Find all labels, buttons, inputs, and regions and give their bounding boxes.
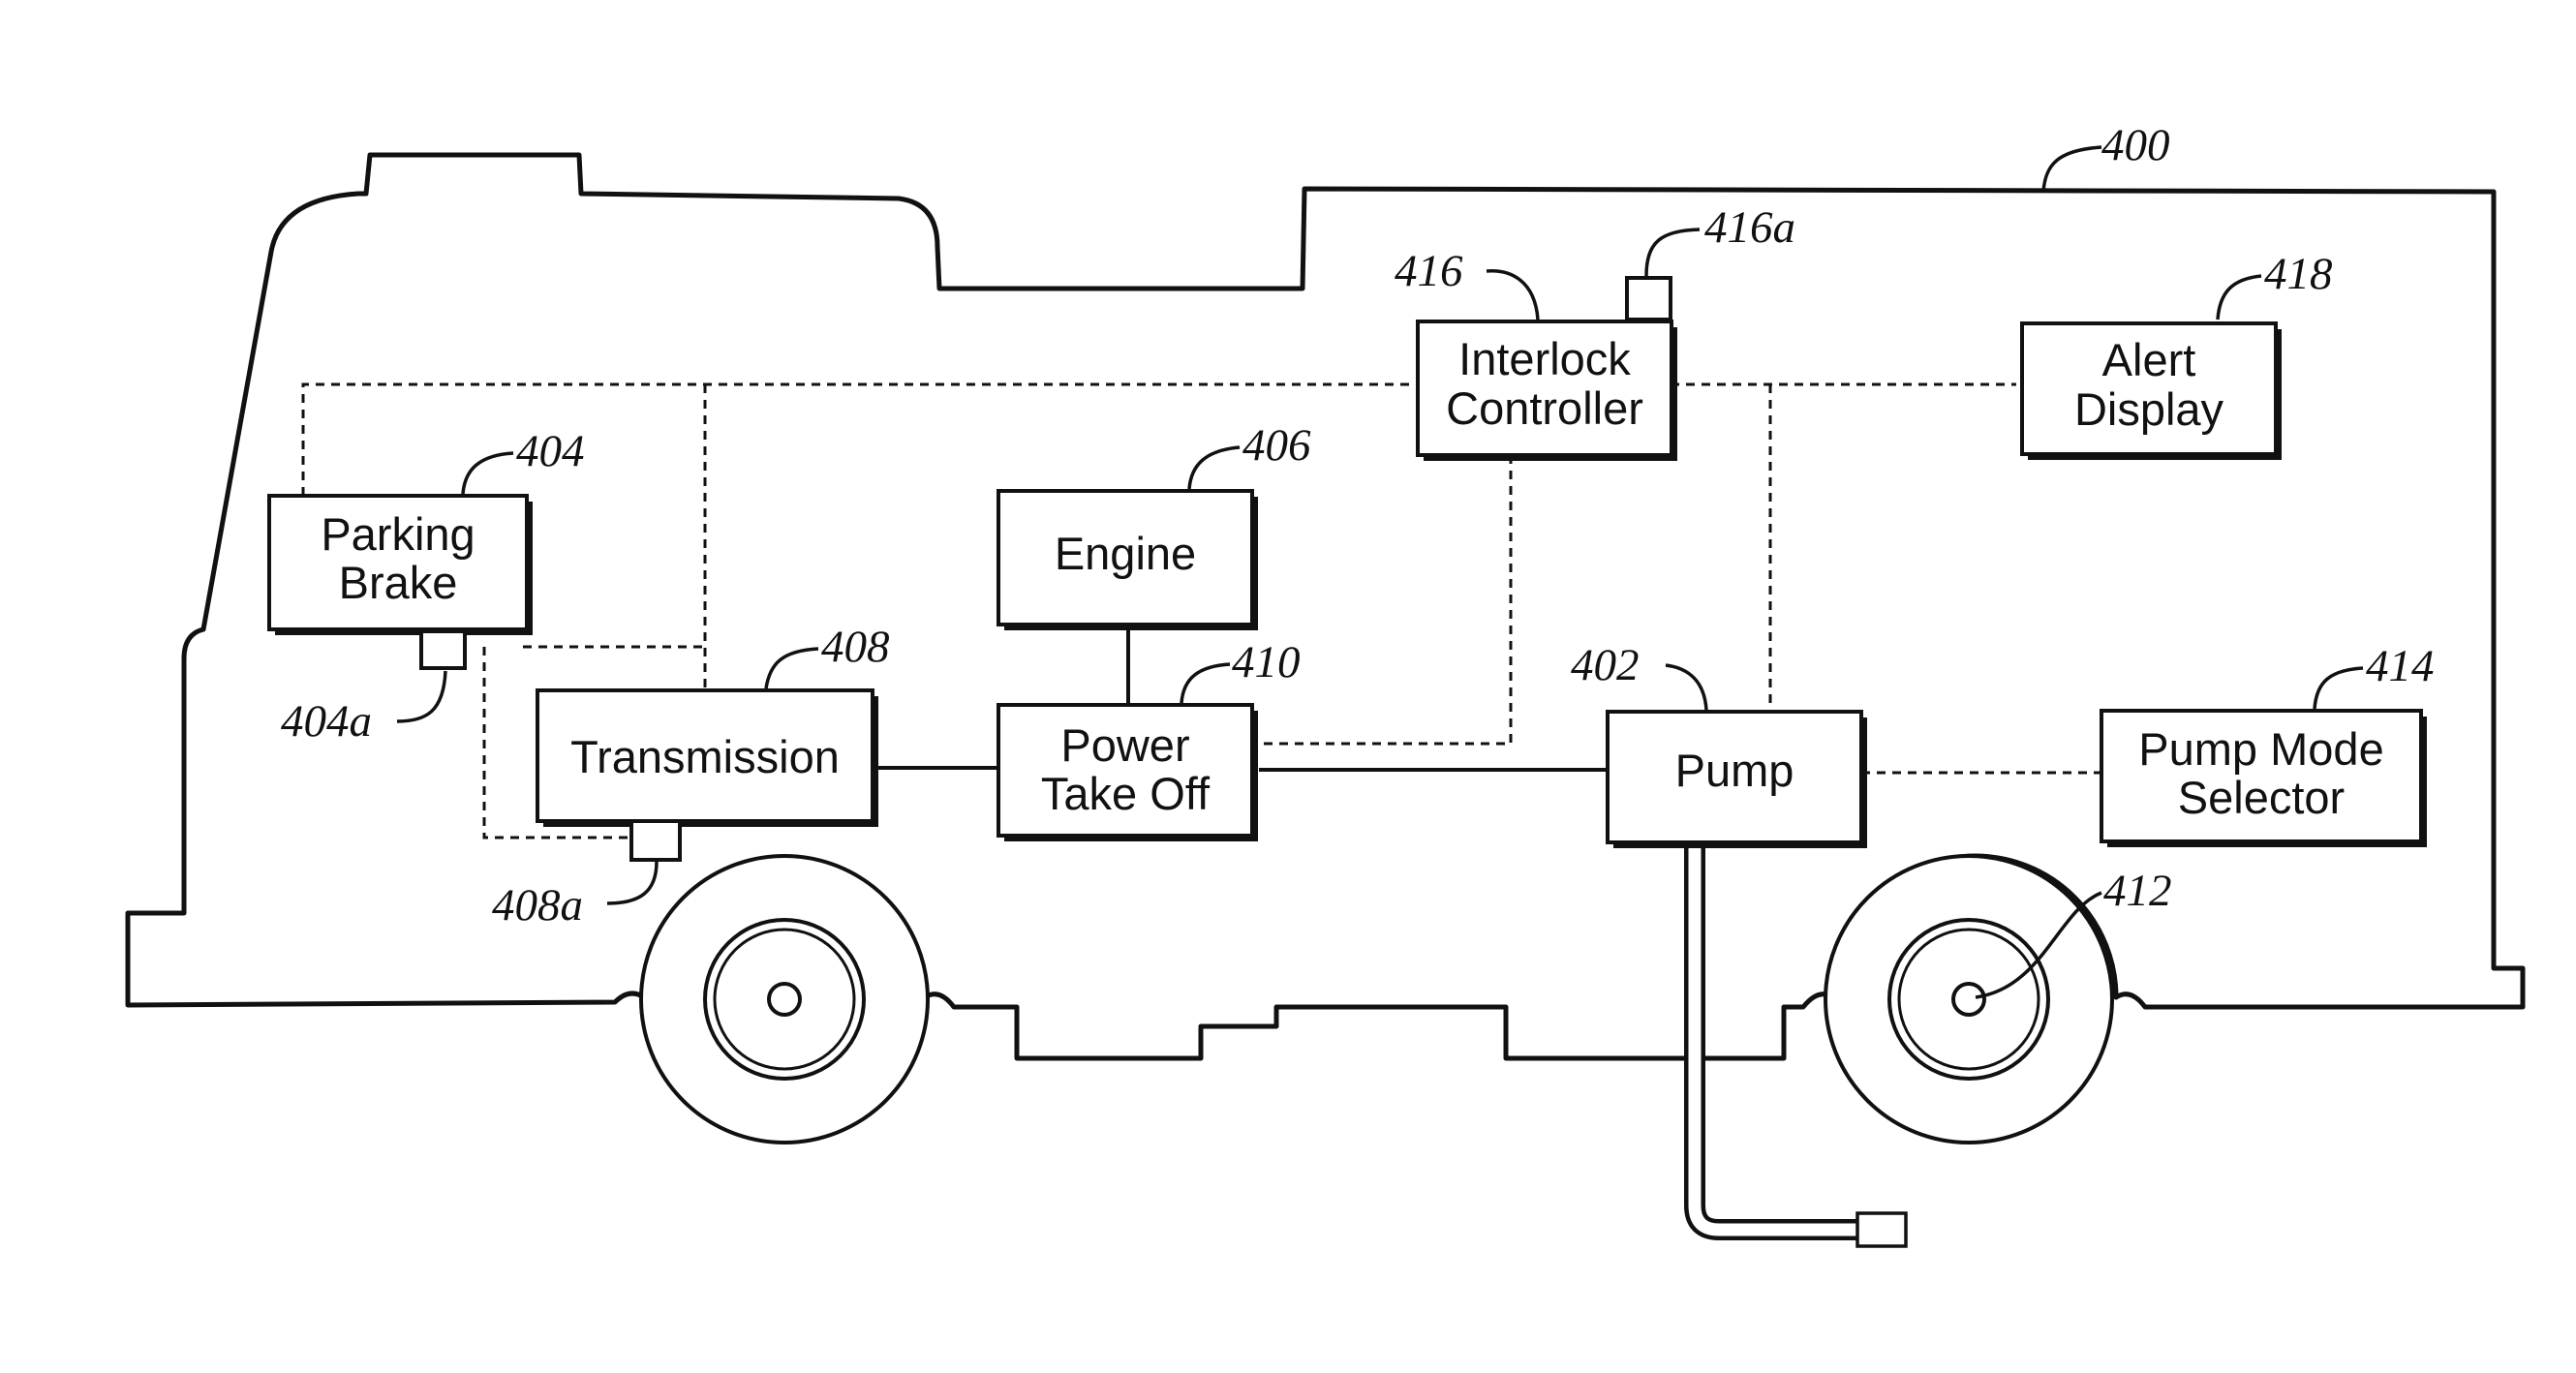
rear-wheel [1824, 854, 2114, 1144]
drivetrain-connections [876, 625, 1608, 772]
engine-label: Engine [1055, 528, 1196, 579]
reference-numerals: 400 416a 416 418 404 404a 406 408 408a 4… [281, 120, 2435, 931]
ref-404a: 404a [281, 696, 372, 747]
interlock-controller-box: Interlock Controller [1416, 320, 1677, 461]
pump-mode-selector-box: Pump Mode Selector [2100, 709, 2427, 847]
control-connections [301, 382, 2101, 839]
leader-lines [396, 145, 2364, 999]
ref-414: 414 [2366, 641, 2435, 691]
pump-label: Pump [1675, 745, 1794, 796]
pump-box: Pump [1606, 710, 1867, 848]
alert-display-box: Alert Display [2020, 321, 2282, 460]
ref-416a: 416a [1704, 202, 1795, 253]
front-wheel [639, 854, 930, 1144]
ref-406: 406 [1242, 420, 1311, 471]
parking-brake-label-1: Parking [321, 508, 475, 560]
transmission-box: Transmission [536, 688, 878, 827]
pump-mode-selector-label-2: Selector [2178, 772, 2345, 823]
power-take-off-label-2: Take Off [1041, 768, 1211, 819]
ref-408a: 408a [492, 880, 583, 931]
transmission-label: Transmission [570, 731, 840, 782]
ref-418: 418 [2264, 249, 2333, 299]
interlock-controller-label-2: Controller [1446, 382, 1643, 434]
power-take-off-box: Power Take Off [997, 703, 1258, 841]
ref-412: 412 [2103, 866, 2172, 916]
ref-404: 404 [516, 426, 585, 476]
pump-hose [1684, 842, 1908, 1248]
parking-brake-sensor [419, 629, 467, 670]
transmission-sensor [629, 819, 682, 862]
alert-display-label-2: Display [2074, 383, 2224, 435]
ref-416: 416 [1395, 246, 1463, 296]
engine-box: Engine [997, 489, 1258, 630]
parking-brake-box: Parking Brake [267, 494, 533, 635]
interlock-controller-label-1: Interlock [1458, 333, 1631, 384]
ref-410: 410 [1232, 637, 1301, 687]
parking-brake-label-2: Brake [339, 557, 458, 608]
alert-display-label-1: Alert [2102, 334, 2196, 385]
ref-408: 408 [821, 622, 890, 672]
power-take-off-label-1: Power [1060, 719, 1189, 771]
ref-402: 402 [1571, 640, 1640, 690]
ref-400: 400 [2101, 120, 2170, 170]
interlock-sensor [1625, 276, 1672, 321]
pump-mode-selector-label-1: Pump Mode [2138, 723, 2383, 775]
